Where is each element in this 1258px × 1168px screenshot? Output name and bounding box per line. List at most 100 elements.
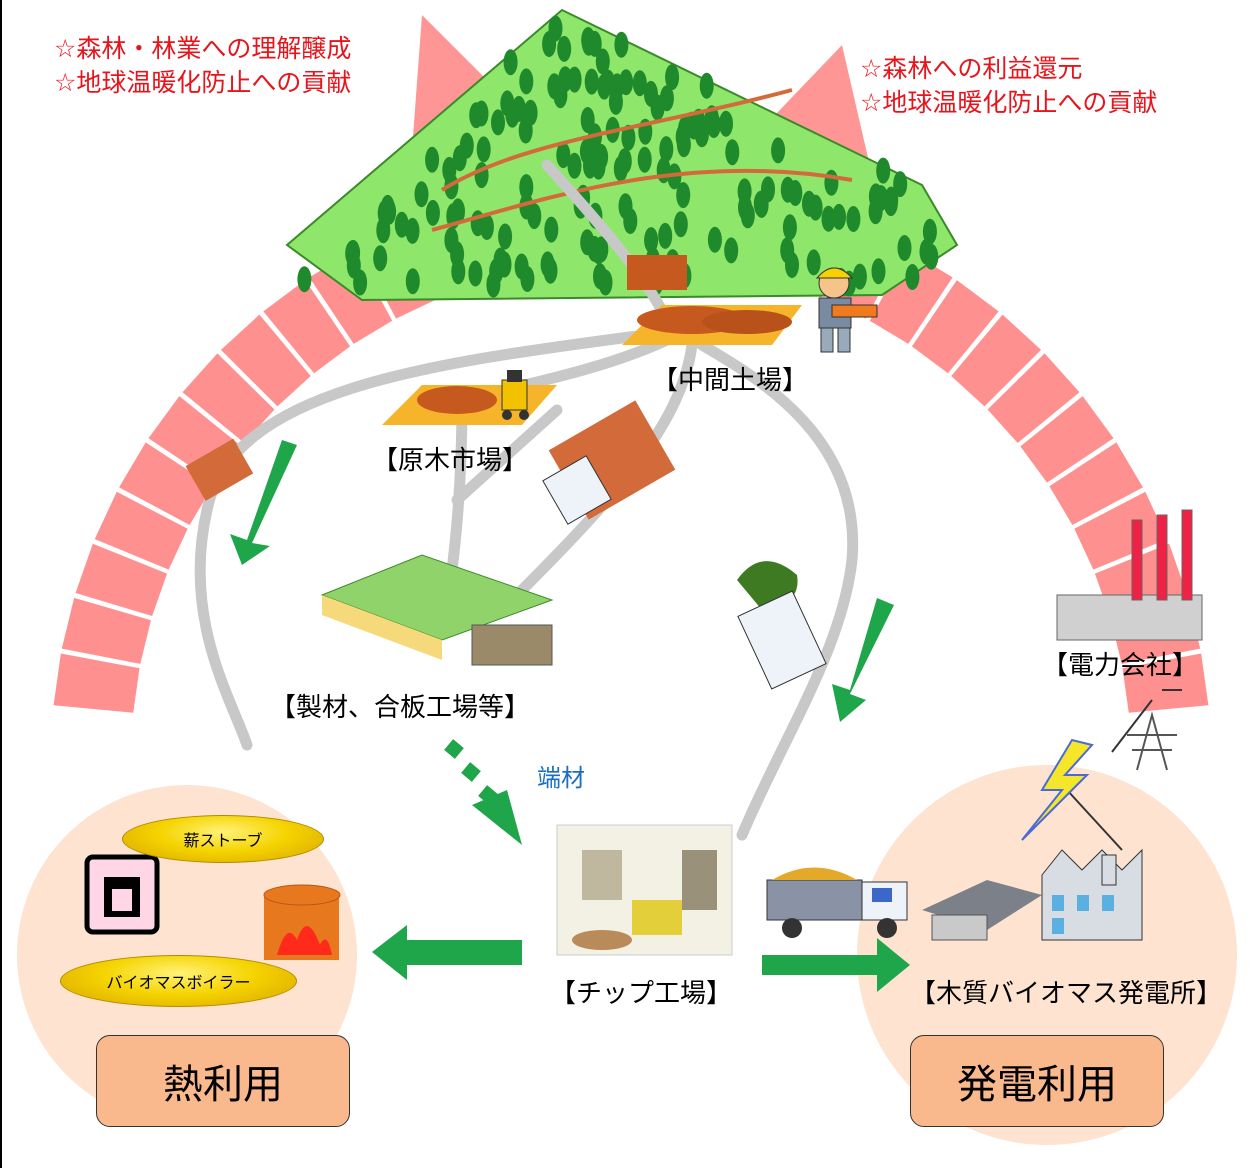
arc-segment bbox=[1122, 653, 1209, 713]
tree bbox=[637, 146, 652, 173]
tree bbox=[594, 236, 609, 263]
tree bbox=[871, 258, 886, 285]
tree bbox=[567, 152, 582, 179]
tree bbox=[724, 237, 739, 264]
biomass-plant-building bbox=[922, 848, 1143, 941]
tree bbox=[297, 266, 312, 293]
log-truck-forest bbox=[627, 255, 687, 290]
benefit-left-2: ☆地球温暖化防止への貢献 bbox=[54, 68, 352, 97]
power-company-building bbox=[1056, 509, 1203, 641]
tree bbox=[542, 31, 557, 57]
arc-segment bbox=[869, 250, 953, 344]
biomass-plant-label: 【木質バイオマス発電所】 bbox=[910, 979, 1223, 1009]
tree bbox=[893, 171, 908, 198]
arc-segment bbox=[220, 314, 311, 407]
tree bbox=[444, 227, 459, 254]
tree bbox=[405, 268, 420, 295]
tree bbox=[753, 190, 768, 217]
tree bbox=[581, 29, 596, 56]
tree bbox=[924, 243, 939, 270]
tree bbox=[665, 64, 680, 91]
tree bbox=[719, 110, 733, 137]
tree bbox=[659, 136, 674, 163]
tree bbox=[621, 124, 636, 151]
tree bbox=[442, 156, 457, 183]
tree bbox=[405, 217, 420, 244]
tree bbox=[474, 100, 489, 127]
tree bbox=[614, 31, 629, 58]
tree bbox=[676, 131, 691, 158]
chip-factory-label: 【チップ工場】 bbox=[550, 979, 733, 1009]
arc-segment bbox=[951, 314, 1042, 407]
tree bbox=[806, 249, 821, 276]
tree bbox=[451, 258, 466, 285]
tree bbox=[832, 203, 846, 230]
tree bbox=[547, 73, 562, 100]
wood-stove-label: 薪ストーブ bbox=[122, 815, 324, 863]
arrow-left bbox=[372, 925, 522, 980]
transmission-tower bbox=[1127, 711, 1177, 771]
sawmill-building bbox=[320, 554, 554, 666]
tree bbox=[824, 169, 839, 196]
arc-segment bbox=[182, 353, 275, 443]
benefit-left-1: ☆森林・林業への理解醸成 bbox=[54, 34, 352, 63]
tree bbox=[623, 208, 638, 234]
tree bbox=[459, 132, 474, 159]
tree bbox=[725, 139, 740, 166]
tree bbox=[544, 216, 559, 243]
tree bbox=[557, 35, 572, 62]
arc-segment bbox=[263, 280, 351, 374]
worker-figure bbox=[815, 267, 878, 353]
tree bbox=[905, 264, 920, 290]
tree bbox=[556, 142, 571, 169]
tree bbox=[782, 214, 797, 241]
tree bbox=[780, 237, 795, 264]
log-pile-yard bbox=[637, 306, 792, 334]
tree bbox=[868, 183, 883, 210]
forest-path bbox=[431, 168, 853, 232]
arc-segment bbox=[53, 653, 140, 713]
tree bbox=[707, 226, 722, 253]
tree bbox=[425, 146, 440, 173]
log-truck-center bbox=[542, 400, 676, 525]
tree bbox=[414, 181, 429, 208]
power-line bbox=[1111, 699, 1153, 753]
branch-truck bbox=[737, 561, 827, 690]
tree bbox=[694, 121, 709, 148]
tree bbox=[883, 190, 898, 217]
tree bbox=[353, 269, 368, 296]
tree bbox=[518, 117, 533, 144]
tree bbox=[617, 148, 632, 175]
tree bbox=[595, 48, 610, 75]
arc-segment bbox=[987, 353, 1080, 443]
chip-factory-image bbox=[556, 824, 733, 956]
offcuts-label: 端材 bbox=[537, 764, 585, 792]
tree bbox=[594, 143, 609, 170]
tree bbox=[643, 80, 658, 107]
tree bbox=[425, 199, 440, 226]
tree bbox=[519, 68, 534, 95]
tree bbox=[394, 211, 409, 238]
tree bbox=[380, 194, 395, 221]
tree bbox=[498, 223, 513, 250]
stove-icon bbox=[84, 854, 160, 935]
tree bbox=[676, 182, 691, 209]
tree bbox=[345, 240, 360, 267]
sawmill-label: 【製材、合板工場等】 bbox=[270, 693, 531, 723]
tree bbox=[583, 152, 597, 179]
benefit-right-1: ☆森林への利益還元 bbox=[860, 54, 1083, 83]
arc-segment bbox=[94, 491, 188, 570]
arrow-right bbox=[762, 938, 910, 992]
lightning-icon bbox=[1021, 738, 1094, 841]
flow-arrows bbox=[230, 440, 910, 992]
tree bbox=[597, 73, 612, 100]
tree bbox=[821, 205, 836, 232]
tree bbox=[706, 112, 721, 138]
tree bbox=[852, 263, 867, 290]
log-market-label: 【原木市場】 bbox=[372, 446, 529, 476]
power-company-label: 【電力会社】 bbox=[1042, 651, 1199, 681]
tree bbox=[644, 227, 659, 254]
tree bbox=[584, 68, 599, 95]
